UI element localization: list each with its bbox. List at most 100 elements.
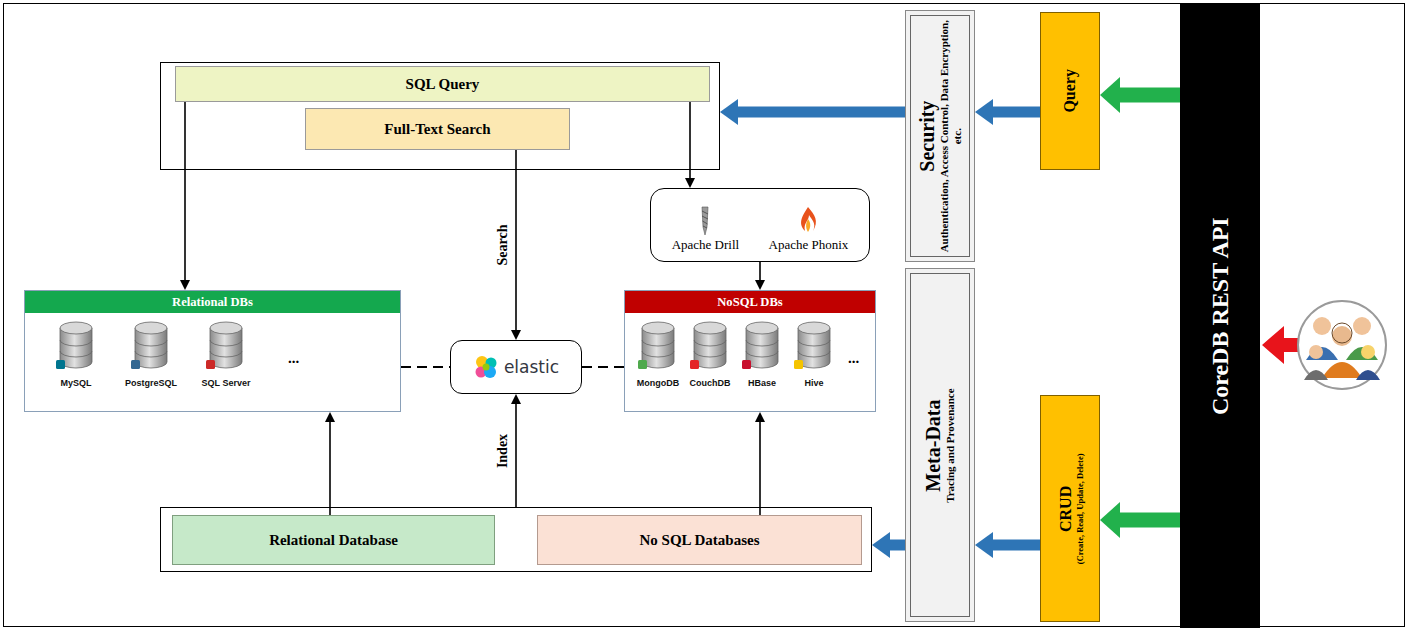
- connector-arrow: [401, 367, 450, 368]
- connector-line: [1118, 88, 1180, 103]
- connector-line: [515, 403, 517, 507]
- connector-line: [329, 421, 331, 515]
- connector-line: [991, 540, 1040, 551]
- arrow-head: [755, 280, 765, 290]
- arrow-head: [720, 99, 738, 125]
- panel-title: CRUD: [1056, 404, 1074, 613]
- arrow-head: [180, 280, 190, 290]
- panel-title: Query: [1061, 21, 1079, 161]
- band-title: Full-Text Search: [384, 121, 490, 138]
- database-cylinder: [792, 320, 836, 372]
- connector-arrow: [755, 412, 765, 515]
- more-marker: ...: [848, 350, 859, 367]
- database-name: Hive: [804, 378, 823, 388]
- engine-name: elastic: [504, 357, 559, 377]
- database-cylinder: [204, 320, 248, 372]
- connector-line: [991, 107, 1040, 118]
- engine-item: Apache Phonix: [769, 205, 849, 253]
- connector-line: [184, 102, 186, 281]
- database-cylinder: [54, 320, 98, 372]
- arrow-head: [685, 178, 695, 188]
- search-engine-box: elastic: [450, 340, 582, 394]
- connector-arrow: [975, 532, 1040, 558]
- panel-subtitle: (Create, Read, Update, Delete): [1074, 404, 1084, 613]
- connector-line: [1118, 513, 1180, 528]
- database-panel: NoSQL DBsMongoDB CouchDB HBase Hive: [624, 290, 876, 412]
- database-icon: SQL Server: [194, 320, 258, 402]
- connector-line: [401, 366, 450, 368]
- edge-label: Search: [495, 223, 511, 268]
- database-name: MySQL: [60, 378, 91, 388]
- database-cylinder: [636, 320, 680, 372]
- connector-line: [736, 107, 905, 118]
- arrow-head: [511, 330, 521, 340]
- connector-line: [515, 150, 517, 331]
- database-name: MongoDB: [637, 378, 680, 388]
- connector-arrow: [511, 150, 521, 340]
- connector-arrow: [872, 532, 905, 558]
- users-icon: [1304, 317, 1380, 380]
- panel-title: CoreDB REST API: [1207, 12, 1233, 620]
- database-cylinder: [740, 320, 784, 372]
- database-icon: MySQL: [44, 320, 108, 402]
- connector-arrow: [325, 412, 335, 515]
- security-panel: SecurityAuthentication, Access Control, …: [905, 10, 975, 262]
- connector-line: [759, 421, 761, 515]
- layer-band: Full-Text Search: [305, 108, 570, 150]
- database-name: SQL Server: [202, 378, 251, 388]
- database-cylinder: [129, 320, 173, 372]
- band-title: SQL Query: [406, 76, 480, 93]
- band-title: No SQL Databases: [639, 532, 759, 549]
- connector-arrow: [511, 394, 521, 507]
- elastic-logo: [473, 354, 499, 380]
- connector-line: [689, 102, 691, 179]
- arrow-head: [975, 532, 993, 558]
- database-panel: Relational DBsMySQL PostgreSQL SQL Server: [24, 290, 401, 412]
- database-name: PostgreSQL: [125, 378, 177, 388]
- database-cylinder: [688, 320, 732, 372]
- panel-subtitle: Authentication, Access Control, Data Enc…: [938, 19, 964, 253]
- rotated-text-block: SecurityAuthentication, Access Control, …: [916, 19, 964, 253]
- database-icon: HBase: [736, 320, 788, 402]
- rotated-text-block: Meta-DataTracing and Provenance: [922, 277, 957, 613]
- engine-name: Apache Phonix: [769, 237, 849, 253]
- connector-line: [582, 366, 624, 368]
- rotated-text-block: CoreDB REST API: [1207, 12, 1233, 620]
- query-engine-box: Apache Drill Apache Phonix: [650, 188, 870, 262]
- layer-band: No SQL Databases: [537, 515, 862, 565]
- group-frame: SQL QueryFull-Text Search: [160, 62, 720, 170]
- arrow-head: [755, 412, 765, 422]
- arrow-head: [872, 532, 890, 558]
- arrow-head: [975, 99, 993, 125]
- arrow-head: [1100, 502, 1120, 538]
- arrow-head: [325, 412, 335, 422]
- user-circle: [1298, 301, 1386, 389]
- panel-header: NoSQL DBs: [625, 291, 875, 313]
- panel-title: Security: [916, 19, 938, 253]
- connector-arrow: [180, 102, 190, 290]
- connector-arrow: [582, 367, 624, 368]
- arrow-head: [511, 394, 521, 404]
- band-title: Relational Database: [269, 532, 398, 549]
- database-icon: MongoDB: [632, 320, 684, 402]
- engine-logo: [692, 205, 718, 237]
- connector-arrow: [755, 262, 765, 290]
- database-icon: Hive: [788, 320, 840, 402]
- database-name: HBase: [748, 378, 776, 388]
- layer-band: SQL Query: [175, 66, 710, 102]
- query-box: Query: [1040, 12, 1100, 170]
- arrow-head: [1100, 77, 1120, 113]
- panel-subtitle: Tracing and Provenance: [944, 277, 957, 613]
- connector-arrow: [720, 99, 905, 125]
- connector-arrow: [1100, 502, 1180, 538]
- database-icon: CouchDB: [684, 320, 736, 402]
- connector-line: [888, 540, 905, 551]
- group-frame: Relational Database No SQL Databases: [160, 507, 872, 572]
- panel-header: Relational DBs: [25, 291, 400, 313]
- database-name: CouchDB: [690, 378, 731, 388]
- engine-name: Apache Drill: [672, 237, 740, 253]
- more-marker: ...: [288, 350, 299, 367]
- rotated-text-block: Query: [1061, 21, 1079, 161]
- engine-item: Apache Drill: [672, 205, 740, 253]
- engine-logo: [795, 205, 821, 237]
